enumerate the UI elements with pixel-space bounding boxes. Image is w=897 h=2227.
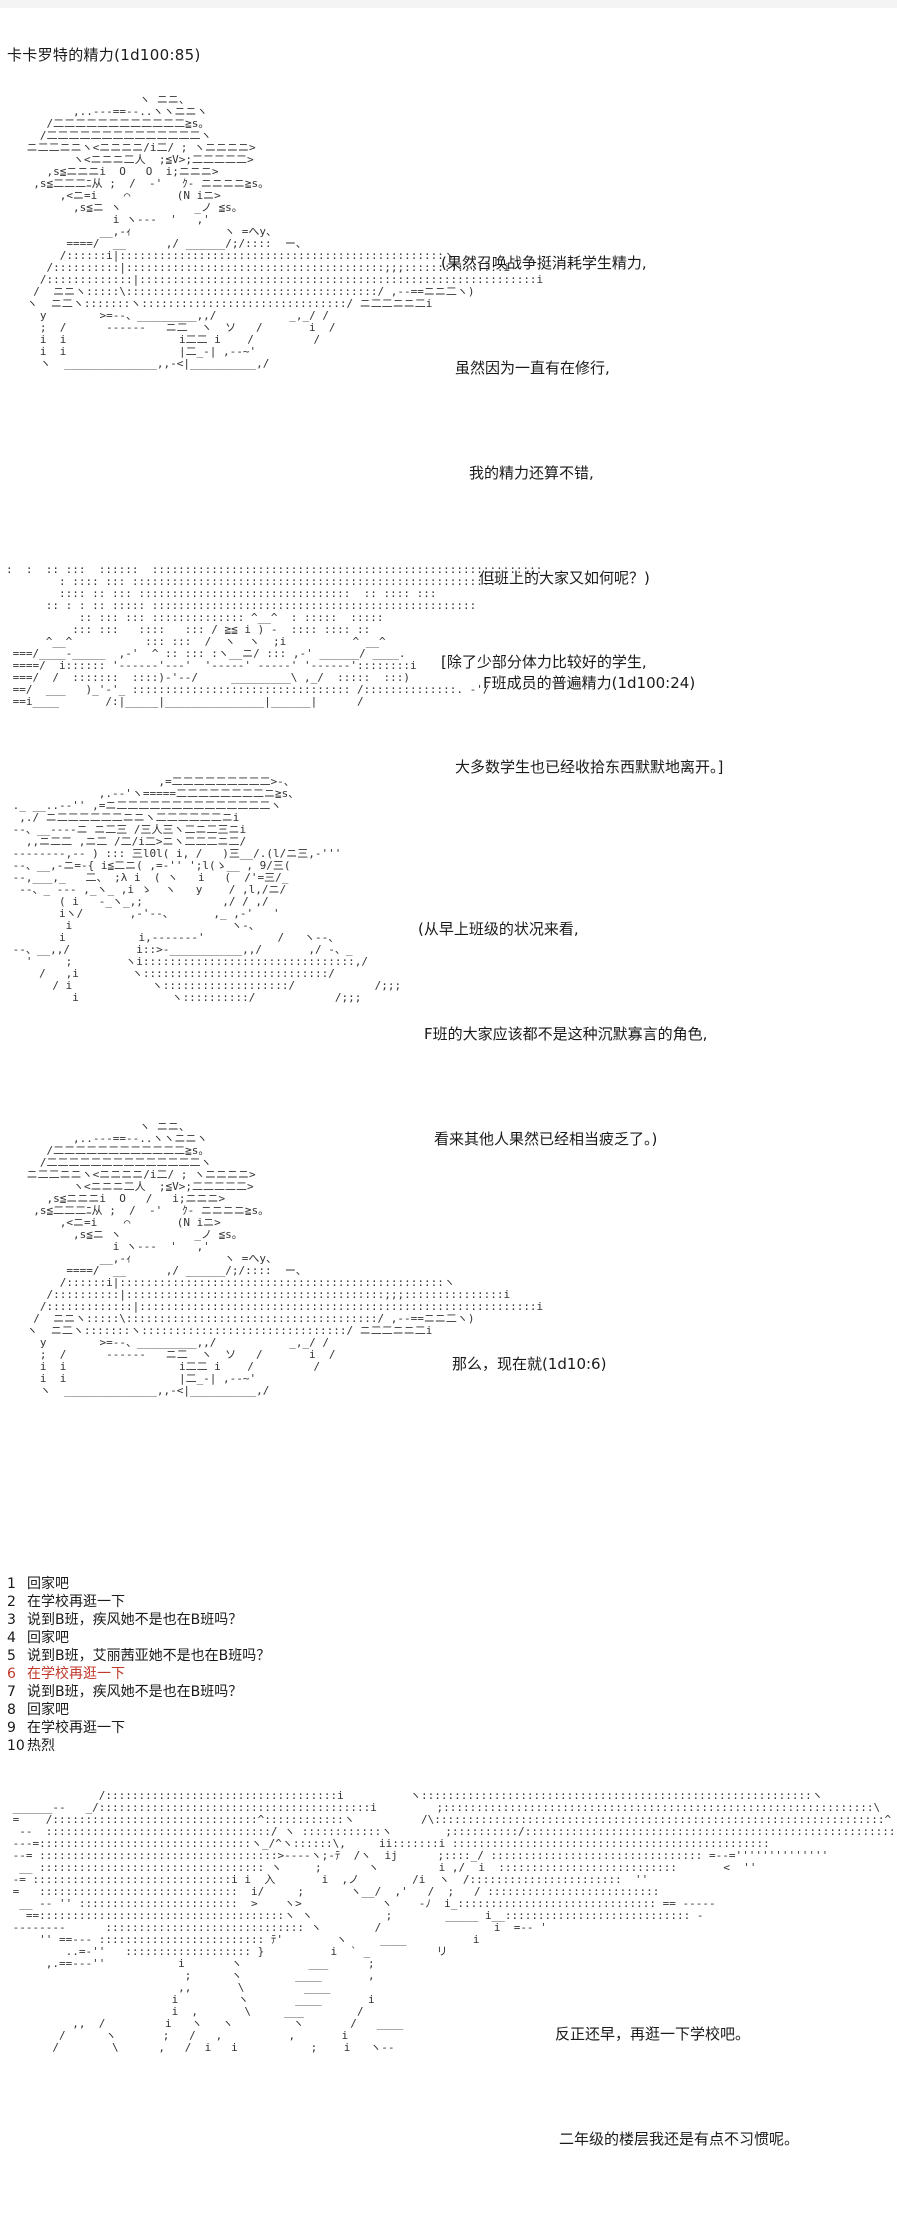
scene-1-line: 我的精力还算不错, — [469, 464, 594, 482]
scene-4-caption: 那么，现在就(1d10:6) — [452, 1277, 606, 1452]
ascii-art-character-2: ,=二二二二二二二二二>-、 ,.-‐'ヽ=====二二二二二二二二ニ≧s、 .… — [12, 775, 402, 1004]
scene-3-caption: (从早上班级的状况来看, F班的大家应该都不是这种沉默寡言的角色, 看来其他人果… — [418, 842, 707, 1227]
scene-5-line: 反正还早，再逛一下学校吧。 — [555, 2025, 751, 2043]
page-title: 卡卡罗特的精力(1d100:85) — [7, 46, 201, 64]
scene-1-line: 但班上的大家又如何呢？) — [479, 569, 650, 587]
scene-2-line: [除了少部分体力比较好的学生, — [441, 653, 647, 671]
scene-3-line: F班的大家应该都不是这种沉默寡言的角色, — [424, 1025, 708, 1043]
scene-1-line: 虽然因为一直有在修行, — [455, 359, 610, 377]
page: 卡卡罗特的精力(1d100:85) ヽ ニニ、 ,..---==--..ヽヽニニ… — [0, 0, 897, 2148]
ascii-art-classroom: : : :: ::: :::::: ::::::::::::::::::::::… — [6, 563, 543, 708]
scene-1-line: F班成员的普遍精力(1d100:24) — [483, 674, 696, 692]
scene-3-line: (从早上班级的状况来看, — [418, 920, 579, 938]
ascii-art-character-1: ヽ ニニ、 ,..---==--..ヽヽニニヽ /二二二二二二二二二二二二≧s。… — [26, 93, 544, 370]
scene-5-line: 二年级的楼层我还是有点不习惯呢。 — [559, 2130, 800, 2148]
scene-5-caption: 反正还早，再逛一下学校吧。 二年级的楼层我还是有点不习惯呢。 — [555, 1947, 799, 2227]
scene-2-caption: [除了少部分体力比较好的学生, 大多数学生也已经收拾东西默默地离开。] — [441, 575, 723, 855]
scene-1-caption: (果然召唤战争挺消耗学生精力, 虽然因为一直有在修行, 我的精力还算不错, 但班… — [441, 176, 695, 771]
scene-1-line: (果然召唤战争挺消耗学生精力, — [441, 254, 647, 272]
ascii-art-hallway: /:::::::::::::::::::::::::::::::::::i ヽ:… — [12, 1789, 897, 2054]
scene-2-line: 大多数学生也已经收拾东西默默地离开。] — [455, 758, 724, 776]
ascii-art-character-3: ヽ ニニ、 ,..---==--..ヽヽニニヽ /二二二二二二二二二二二二≧s。… — [26, 1120, 544, 1397]
top-strip — [0, 0, 897, 8]
scene-3-line: 看来其他人果然已经相当疲乏了。) — [434, 1130, 658, 1148]
scene-4-line: 那么，现在就(1d10:6) — [452, 1355, 607, 1373]
